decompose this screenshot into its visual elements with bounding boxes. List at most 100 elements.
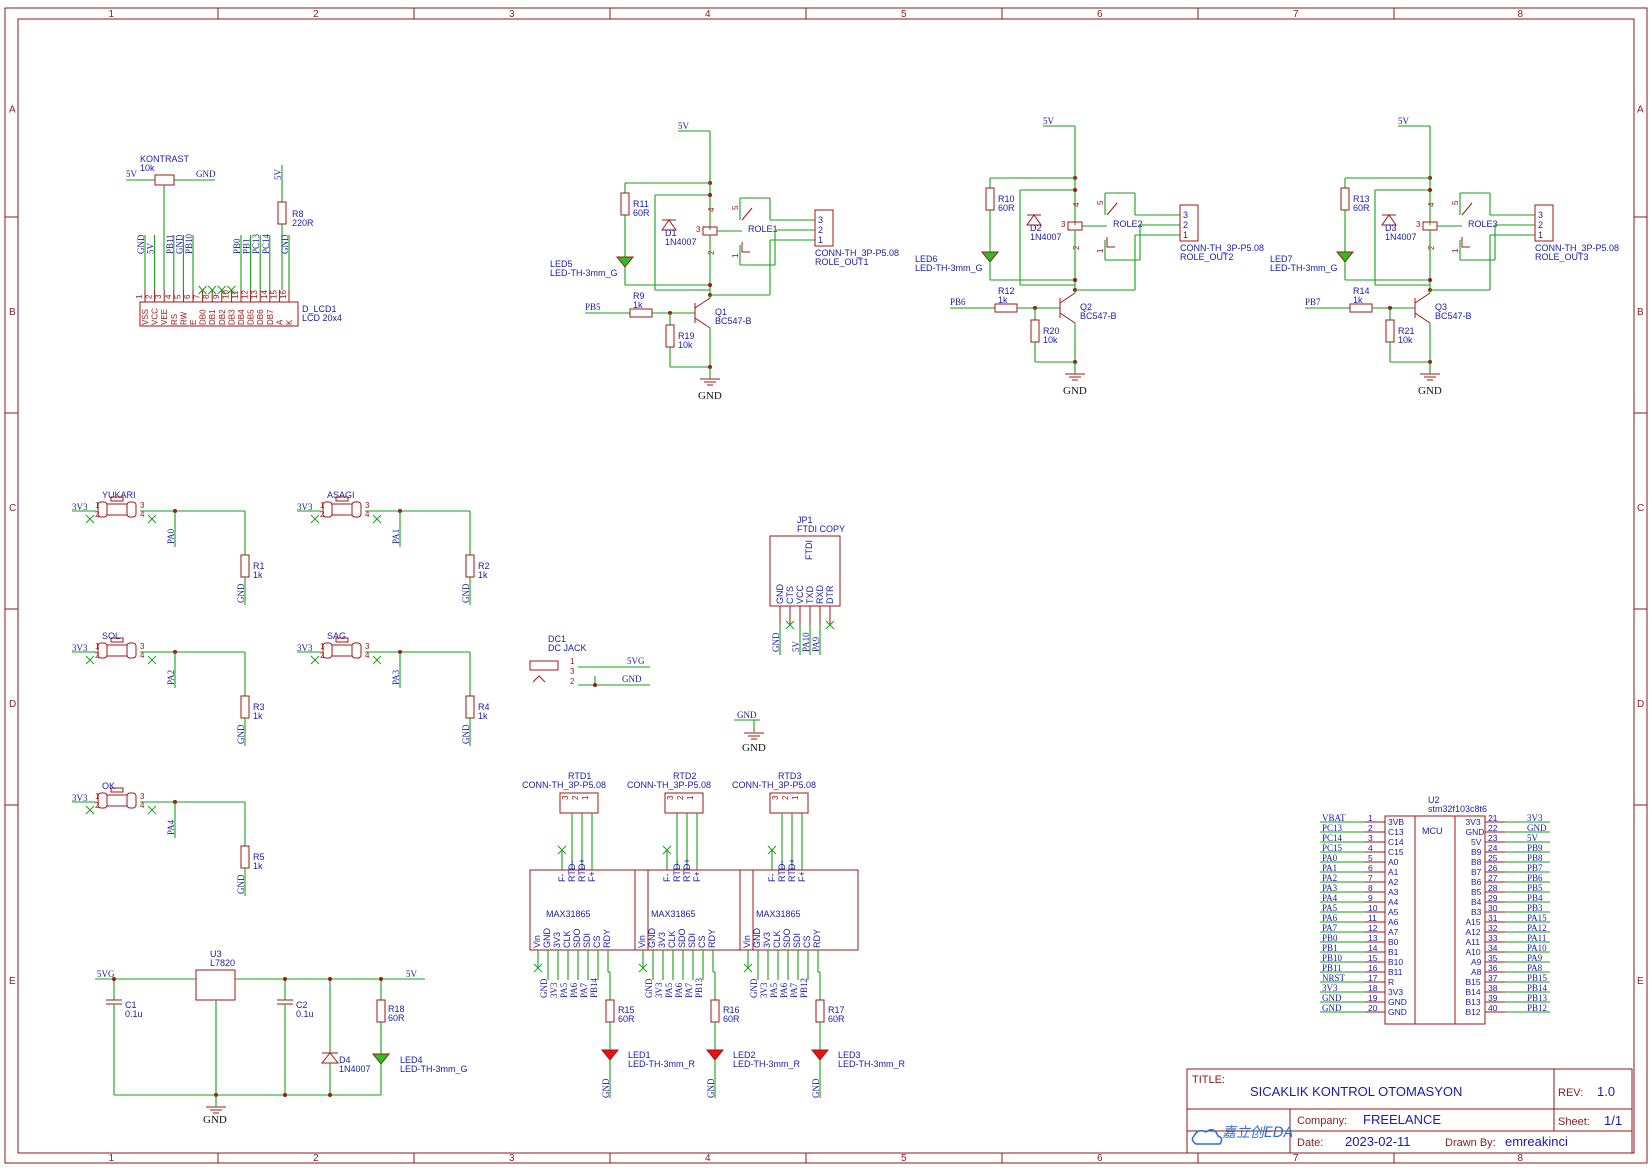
net-gnd: GND	[236, 583, 246, 603]
mcu-left-pin-name: B11	[1388, 967, 1403, 977]
mcu-right-pin-name: 5V	[1471, 837, 1482, 847]
bottom-pin-name: Vin	[532, 935, 542, 948]
resistor	[629, 308, 653, 318]
net-3v3: 3V3	[72, 793, 88, 803]
mcu-right-pin-name: B5	[1471, 887, 1482, 897]
column-label: 2	[313, 9, 319, 20]
mcu-left-net: PC15	[1322, 843, 1343, 853]
mcu-left-pin-name: B0	[1388, 937, 1399, 947]
led-name: LED7	[1270, 254, 1293, 264]
mcu-right-pin-number: 40	[1488, 1003, 1498, 1013]
relay-resistor-value: 60R	[998, 203, 1015, 213]
date-value: 2023-02-11	[1345, 1134, 1411, 1149]
mcu-left-pin-name: A2	[1388, 877, 1399, 887]
lcd-pin-name: RS	[170, 314, 179, 325]
lcd-part: LCD 20x4	[302, 313, 342, 323]
mcu-left-pin-name: C13	[1388, 827, 1404, 837]
r18-name: R18	[388, 1004, 405, 1014]
column-label: 5	[901, 9, 907, 20]
net-gnd: GND	[461, 583, 471, 603]
mcu-right-pin-number: 35	[1488, 953, 1498, 963]
pin-number: 3	[365, 501, 370, 510]
lcd-pin-number: 8	[202, 294, 211, 299]
mcu-right-pin-name: A8	[1471, 967, 1482, 977]
no-connect-mark	[310, 514, 320, 524]
lcd-net-label: GND	[280, 234, 290, 254]
pin-number: 4	[365, 651, 370, 660]
resistor	[465, 554, 475, 578]
chip-name: MAX31865	[651, 909, 696, 919]
drawn-value: emreakinci	[1505, 1134, 1568, 1149]
no-connect-mark	[785, 620, 795, 630]
relay-connector-body	[1534, 204, 1554, 242]
mcu-right-net: PA15	[1527, 913, 1547, 923]
relay-resistor-name: R13	[1353, 194, 1370, 204]
button-name: SOL	[102, 631, 120, 641]
dc-jack-body	[529, 660, 559, 671]
relay-resistor-name: R11	[633, 199, 649, 209]
net-gnd: GND	[601, 1078, 611, 1098]
pin-number: 2	[676, 795, 685, 800]
lcd-net-label: PB11	[165, 234, 175, 254]
dc-name: DC1	[548, 634, 566, 644]
d4-name: D4	[339, 1055, 351, 1065]
mcu-right-pin-name: A10	[1466, 947, 1481, 957]
row-label: A	[1637, 105, 1644, 116]
company-label: Company:	[1297, 1115, 1347, 1127]
lcd-pin-number: 10	[221, 290, 230, 299]
mcu-left-net: PA2	[1322, 873, 1337, 883]
resistor	[985, 187, 995, 211]
mcu-left-pin-name: A3	[1388, 887, 1399, 897]
svg-text:3: 3	[570, 667, 575, 676]
no-connect-mark	[147, 514, 157, 524]
bottom-pin-name: SDO	[572, 928, 582, 948]
net-5v: 5V	[1398, 116, 1410, 126]
transistor-part: BC547-B	[715, 316, 752, 326]
pin-number: 4	[1427, 202, 1436, 207]
mcu-left-net: PA5	[1322, 903, 1338, 913]
mcu-right-pin-number: 36	[1488, 963, 1498, 973]
u3-part: L7820	[210, 958, 235, 968]
lcd-pin-number: 15	[269, 290, 278, 299]
pin-number: 3	[1538, 210, 1543, 220]
diode-name: D2	[1030, 223, 1042, 233]
mcu-left-pin-number: 20	[1368, 1003, 1378, 1013]
mcu-right-pin-number: 25	[1488, 853, 1498, 863]
button-cap	[110, 637, 124, 643]
resistor	[605, 999, 615, 1023]
bottom-pin-name: CLK	[772, 930, 782, 948]
lcd-pin-name: K	[285, 319, 294, 325]
chip-name: MAX31865	[756, 909, 801, 919]
pin-number: 2	[95, 510, 100, 519]
led-red-icon	[600, 1049, 620, 1061]
mcu-right-pin-number: 28	[1488, 883, 1498, 893]
pulldown-value: 10k	[1043, 335, 1058, 345]
lcd-pin-name: RW	[179, 311, 188, 325]
column-label: 3	[509, 1153, 515, 1164]
no-connect-mark	[557, 845, 567, 855]
rtd-net: PA5	[769, 982, 779, 998]
net-3v3: 3V3	[297, 643, 313, 653]
max31865-body	[739, 869, 859, 951]
r18-resistor	[376, 999, 386, 1023]
button-net: PA1	[391, 529, 401, 544]
mcu-left-pin-number: 18	[1368, 983, 1378, 993]
bottom-pin-name: SDI	[687, 933, 697, 948]
mcu-right-pin-number: 21	[1488, 813, 1498, 823]
mcu-right-net: PA12	[1527, 923, 1547, 933]
transistor-icon	[1414, 292, 1431, 324]
net-5v: 5V	[678, 121, 690, 131]
ftdi-pin-name: GND	[775, 584, 785, 605]
connector-part: CONN-TH_3P-P5.08	[815, 248, 899, 258]
lcd-pin-name: VEE	[160, 309, 169, 325]
pin-number: 1	[95, 642, 100, 651]
gnd-symbol: GND GND	[734, 710, 766, 754]
bottom-pin-name: CLK	[667, 930, 677, 948]
mcu-right-pin-name: B15	[1466, 977, 1481, 987]
diode-icon	[1381, 214, 1397, 226]
mcu-right-net: PB12	[1527, 1003, 1547, 1013]
rtd-net: PB14	[589, 977, 599, 998]
lcd-pin-name: DB5	[247, 309, 256, 325]
pin-number: 2	[320, 510, 325, 519]
